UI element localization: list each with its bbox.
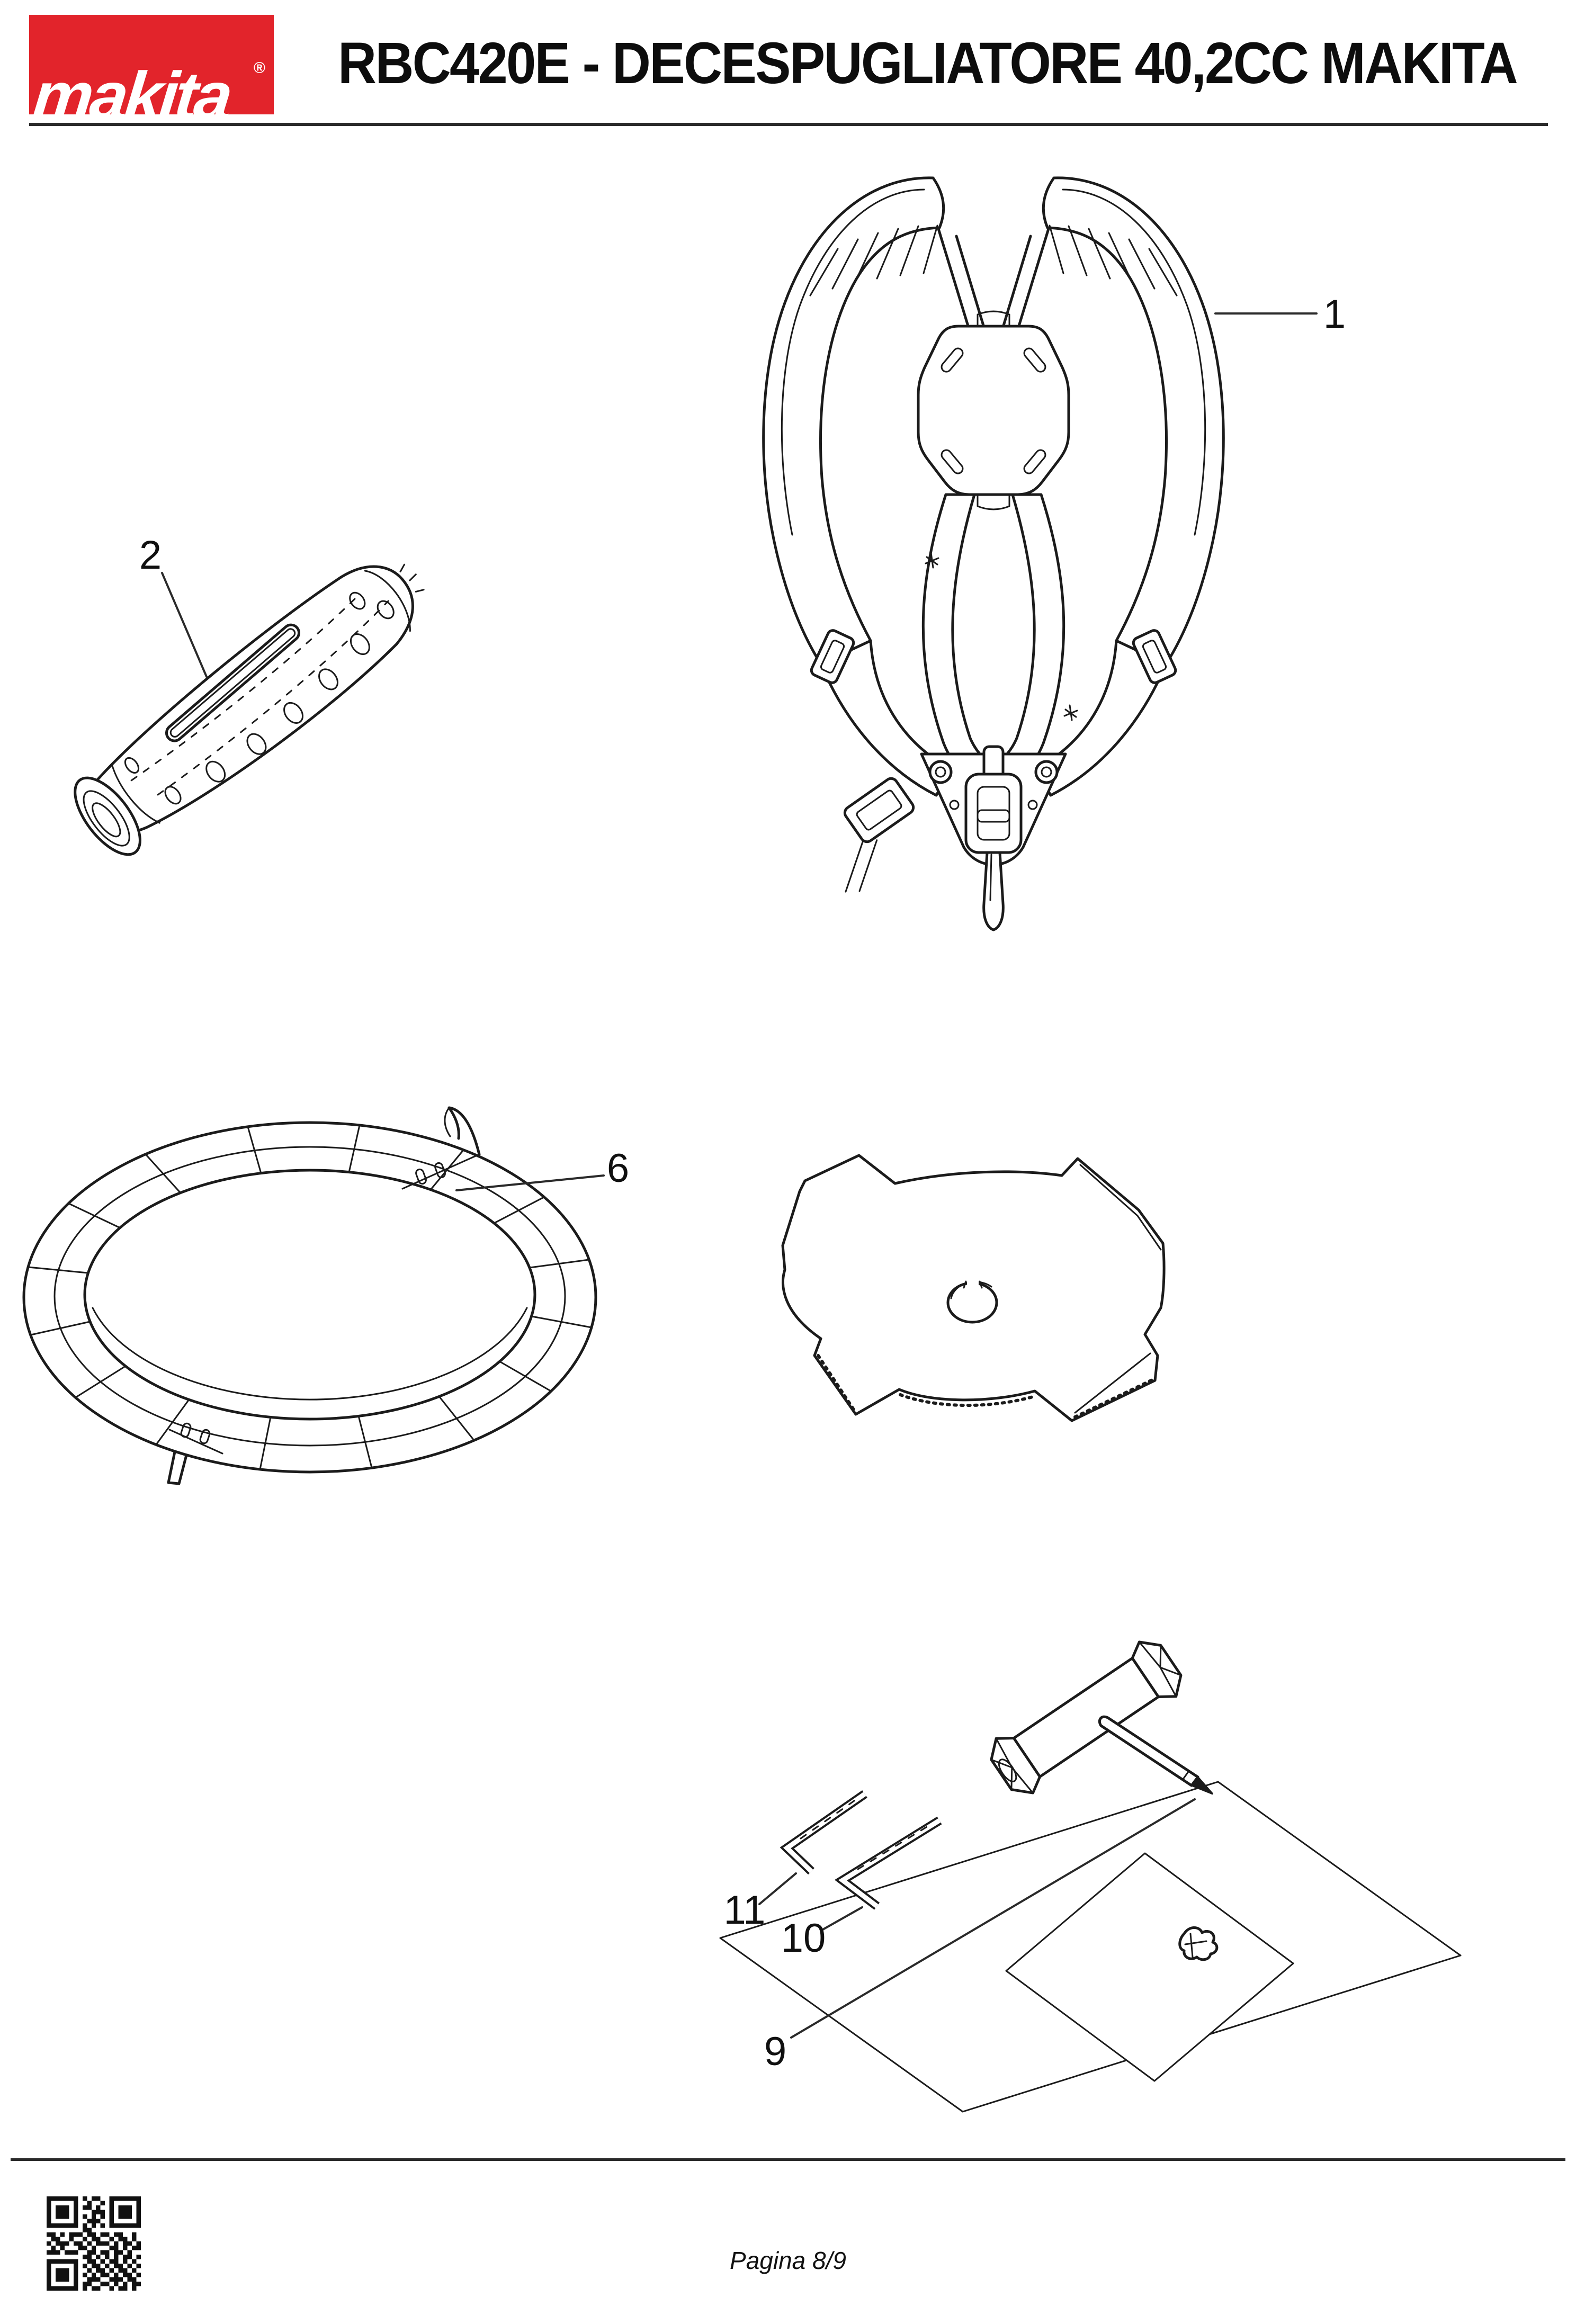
harness-illustration (762, 176, 1225, 931)
pad-hatching (809, 225, 1178, 297)
tool-kit-illustration (719, 1640, 1462, 2113)
callout-11: 11 (724, 1888, 766, 1933)
ring-segments (27, 1124, 593, 1470)
callout-6: 6 (607, 1146, 629, 1191)
header-divider (29, 123, 1548, 126)
ring-end-clip (401, 1106, 481, 1190)
tool-bag-small (1005, 1852, 1294, 2082)
leader-line-2 (161, 572, 208, 678)
callout-1: 1 (1323, 292, 1346, 337)
leader-line-11 (758, 1872, 797, 1905)
handle-grip-illustration (74, 563, 425, 856)
callout-2: 2 (139, 533, 162, 578)
socket-wrench (990, 1640, 1183, 1794)
callout-9: 9 (764, 2029, 786, 2074)
bag-logo-mark (1178, 1926, 1219, 1961)
page-title: RBC420E - DECESPUGLIATORE 40,2CC MAKITA (338, 31, 1518, 96)
grip-end-hatch (399, 563, 425, 593)
hex-wrench-10 (834, 1816, 942, 1910)
footer-divider (11, 2158, 1565, 2161)
push-rod (1098, 1715, 1214, 1795)
harness-hook (982, 851, 1005, 931)
blade-illustration (781, 1154, 1166, 1422)
strap-slider-right (1132, 629, 1177, 684)
pad-slots (941, 347, 1046, 474)
leader-line-6 (455, 1174, 605, 1191)
page-number: Pagina 8/9 (730, 2247, 846, 2274)
ring-end-tab (167, 1422, 223, 1485)
ring-illustration (22, 1106, 597, 1485)
fabric-marks (925, 552, 1078, 721)
callout-leaders (161, 312, 1318, 2039)
strap-slider-left (810, 629, 855, 684)
registered-trademark-icon: ® (253, 59, 265, 77)
callout-10: 10 (781, 1916, 826, 1961)
adjuster-buckle (843, 777, 915, 893)
leader-line-9 (790, 1798, 1196, 2039)
makita-logo: makita ® (29, 15, 274, 134)
qr-code-image (47, 2196, 141, 2291)
hex-wrench-11 (780, 1790, 867, 1875)
leader-line-10 (821, 1906, 863, 1931)
